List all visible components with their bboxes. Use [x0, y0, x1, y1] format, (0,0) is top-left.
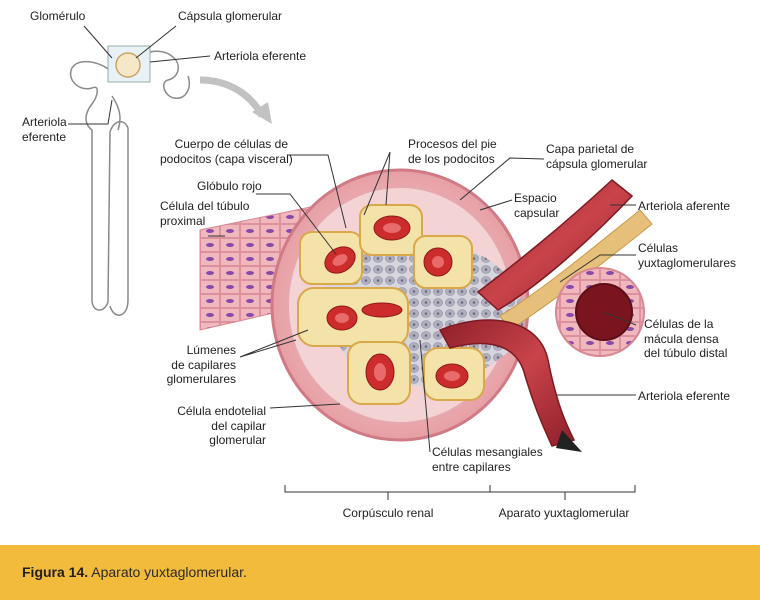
- caption-text: Aparato yuxtaglomerular.: [88, 564, 247, 580]
- figure-area: Glomérulo Cápsula glomerular Arteriola e…: [22, 9, 737, 520]
- efferent-arrow: [556, 430, 582, 452]
- diagram-illustration: [68, 25, 653, 500]
- caption-prefix: Figura 14.: [22, 564, 89, 580]
- label-arteriola-eferente-top: Arteriola eferente: [214, 49, 307, 63]
- label-glomerulo: Glomérulo: [30, 9, 86, 23]
- label-capa-parietal: Capa parietal de cápsula glomerular: [546, 142, 648, 171]
- label-celulas-yuxta: Células yuxtaglomerulares: [638, 241, 737, 270]
- label-cuerpo-podocitos: Cuerpo de células de podocitos (capa vis…: [160, 137, 293, 166]
- juxtaglomerular-cells: [499, 209, 653, 331]
- label-arteriola-eferente-right: Arteriola eferente: [638, 389, 731, 403]
- red-blood-cells: [324, 215, 469, 391]
- label-arteriola-eferente-left: Arteriola eferente: [22, 115, 67, 144]
- label-celula-tubulo: Célula del túbulo proximal: [160, 199, 250, 228]
- label-celulas-mesangiales: Células mesangiales entre capilares: [432, 445, 543, 474]
- label-procesos-pie: Procesos del pie de los podocitos: [408, 137, 497, 166]
- label-corpusculo-renal: Corpúsculo renal: [342, 506, 434, 520]
- brackets: [284, 485, 636, 500]
- label-macula-densa: Células de la mácula densa del túbulo di…: [644, 317, 728, 360]
- glomerulus-dot: [115, 52, 141, 78]
- caption-bar: Figura 14. Aparato yuxtaglomerular.: [0, 545, 760, 600]
- label-aparato-yuxta: Aparato yuxtaglomerular: [498, 506, 630, 520]
- label-arteriola-aferente: Arteriola aferente: [638, 199, 731, 213]
- label-celula-endotelial: Célula endotelial del capilar glomerular: [177, 404, 266, 447]
- afferent-arteriole: [476, 179, 634, 311]
- efferent-arteriole: [438, 319, 576, 447]
- figure-caption: Figura 14. Aparato yuxtaglomerular.: [22, 564, 247, 580]
- zoom-arrow: [199, 76, 266, 118]
- label-espacio-capsular: Espacio capsular: [514, 191, 560, 220]
- label-lumenes: Lúmenes de capilares glomerulares: [166, 343, 236, 386]
- label-globulo-rojo: Glóbulo rojo: [197, 179, 262, 193]
- leader-lines: [68, 25, 637, 453]
- nephron-sketch: [69, 50, 190, 316]
- label-capsula-glomerular: Cápsula glomerular: [178, 9, 283, 23]
